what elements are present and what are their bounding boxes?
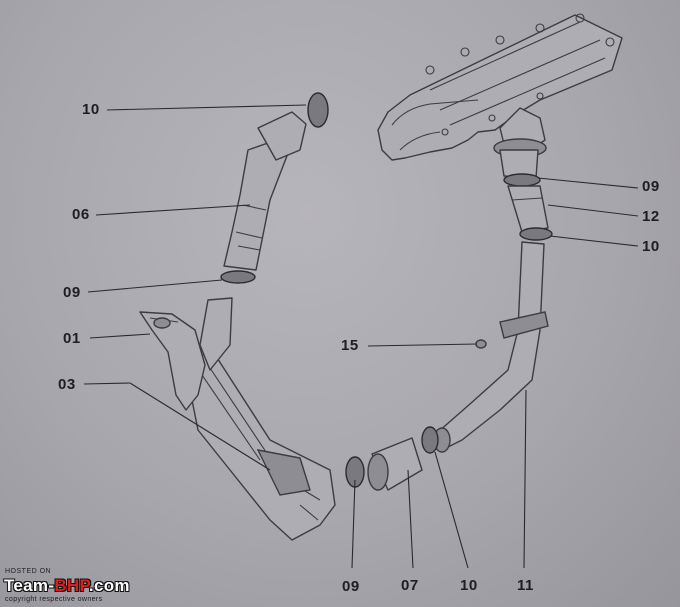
callout-09-right: 09 bbox=[642, 178, 660, 195]
callout-01: 01 bbox=[63, 330, 81, 347]
callout-03: 03 bbox=[58, 376, 76, 393]
part-01-mounting-bracket bbox=[139, 297, 233, 411]
part-10-hose-clamp-bottom bbox=[421, 426, 439, 454]
callout-15: 15 bbox=[341, 337, 359, 354]
team-bhp-logo: Team-BHP.com bbox=[4, 576, 130, 596]
callout-10-right: 10 bbox=[642, 238, 660, 255]
callout-07: 07 bbox=[401, 577, 419, 594]
part-06-hose bbox=[223, 111, 307, 271]
callout-09-bottom: 09 bbox=[342, 578, 360, 595]
part-10-hose-clamp-right bbox=[519, 227, 553, 241]
callout-11: 11 bbox=[517, 577, 534, 594]
logo-dot-com: .com bbox=[88, 576, 130, 595]
part-15-plug bbox=[475, 339, 487, 349]
callout-10-top: 10 bbox=[82, 101, 100, 118]
part-07-hose bbox=[367, 437, 423, 491]
team-bhp-watermark: HOSTED ON Team-BHP.com copyright respect… bbox=[4, 568, 194, 604]
part-09-hose-clamp-upper-right bbox=[499, 149, 541, 187]
watermark-hosted-on: HOSTED ON bbox=[5, 568, 52, 575]
leader-lines bbox=[83, 104, 639, 569]
callout-06: 06 bbox=[72, 206, 90, 223]
callout-10-bottom: 10 bbox=[460, 577, 478, 594]
part-12-hose bbox=[507, 185, 549, 233]
part-09-hose-clamp-left bbox=[220, 270, 256, 284]
part-10-hose-clamp-top bbox=[307, 92, 329, 128]
logo-bhp: BHP bbox=[54, 576, 89, 595]
logo-team: Team- bbox=[4, 576, 55, 595]
callout-09-left: 09 bbox=[63, 284, 81, 301]
part-11-intake-pipe bbox=[433, 241, 549, 453]
callout-12: 12 bbox=[642, 208, 660, 225]
intake-manifold bbox=[377, 13, 623, 161]
part-03-intercooler bbox=[184, 349, 336, 541]
watermark-copyright: copyright respective owners bbox=[5, 596, 103, 603]
